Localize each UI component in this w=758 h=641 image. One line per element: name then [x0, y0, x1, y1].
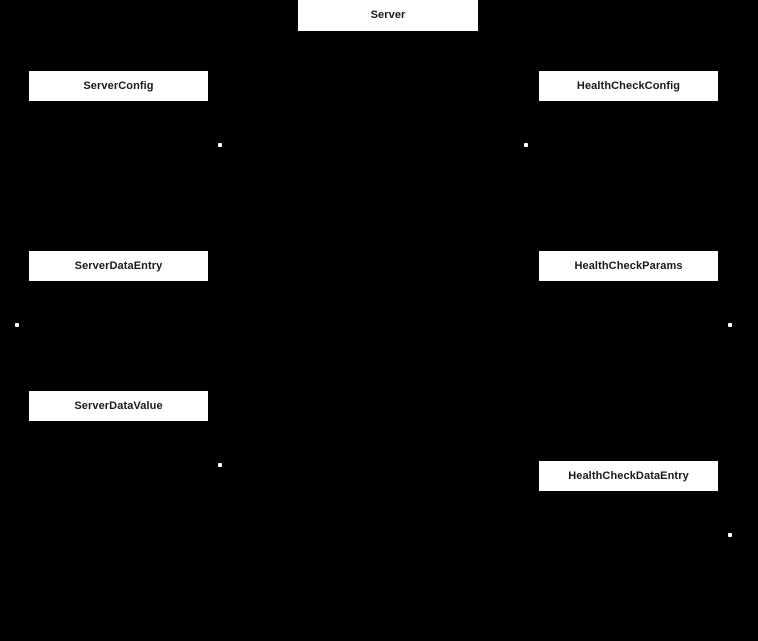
- class-node-server-data-entry[interactable]: ServerDataEntry: [29, 251, 208, 281]
- class-node-label: ServerDataEntry: [74, 259, 163, 272]
- class-node-label: ServerDataValue: [74, 399, 163, 412]
- class-node-label: HealthCheckParams: [574, 259, 683, 272]
- edge-marker-dot: [728, 533, 732, 537]
- edge-marker-dot: [728, 323, 732, 327]
- class-node-health-check-data-entry[interactable]: HealthCheckDataEntry: [539, 461, 718, 491]
- class-node-health-check-params[interactable]: HealthCheckParams: [539, 251, 718, 281]
- class-node-health-check-config[interactable]: HealthCheckConfig: [539, 71, 718, 101]
- class-node-server-config[interactable]: ServerConfig: [29, 71, 208, 101]
- edge-marker-dot: [218, 143, 222, 147]
- edge-marker-dot: [524, 143, 528, 147]
- class-node-label: Server: [370, 9, 406, 21]
- class-node-label: HealthCheckConfig: [576, 79, 681, 92]
- class-node-label: HealthCheckDataEntry: [568, 469, 689, 482]
- edge-marker-dot: [15, 323, 19, 327]
- class-node-server-data-value[interactable]: ServerDataValue: [29, 391, 208, 421]
- edge-marker-dot: [218, 463, 222, 467]
- class-node-label: ServerConfig: [83, 79, 154, 92]
- class-node-server[interactable]: Server: [298, 0, 478, 31]
